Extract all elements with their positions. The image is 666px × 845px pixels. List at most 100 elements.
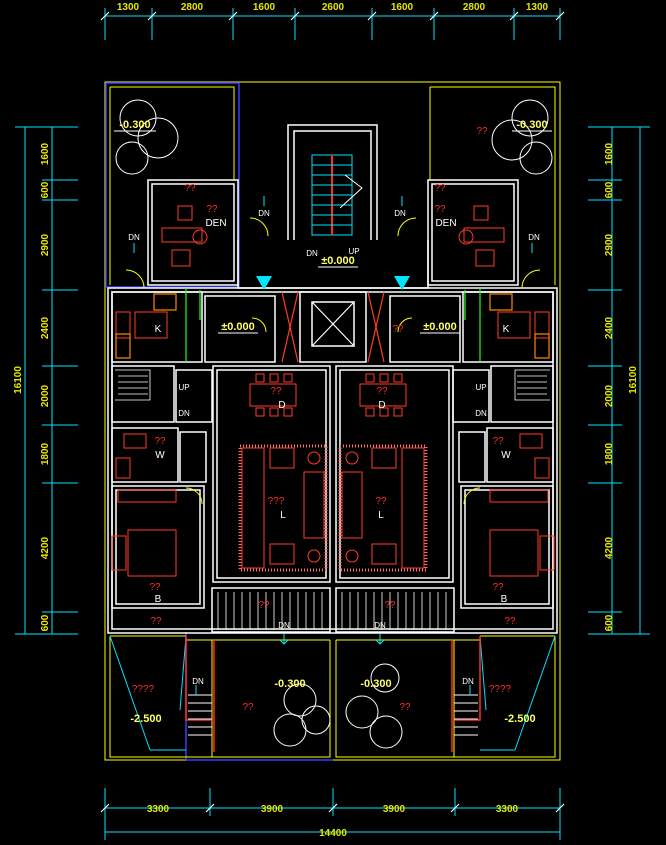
sunken-court-walls xyxy=(185,636,481,752)
door-swings xyxy=(125,217,541,505)
note-4: ?? xyxy=(434,204,446,215)
note-9: ?? xyxy=(154,436,166,447)
dimension-lines xyxy=(15,8,650,840)
yard-outline xyxy=(109,635,556,758)
dimension-ticks xyxy=(100,11,565,813)
note-1: ?? xyxy=(184,183,196,194)
mark-dn-6: DN xyxy=(178,409,190,418)
level-garden-top-left: -0.300 xyxy=(119,119,150,131)
dim-top-6: 2800 xyxy=(463,2,486,13)
note-18: ?? xyxy=(504,616,516,627)
note-15: ?? xyxy=(258,600,270,611)
room-den-right: DEN xyxy=(435,218,456,229)
note-17: ?? xyxy=(150,616,162,627)
dim-right-1: 1600 xyxy=(604,142,615,165)
room-dining-right: D xyxy=(378,400,385,411)
mark-dn-9: DN xyxy=(374,621,386,630)
balcony-steps xyxy=(217,592,447,630)
dim-right-8: 600 xyxy=(604,614,615,631)
level-entry-left: ±0.000 xyxy=(221,321,255,333)
note-13: ?? xyxy=(149,582,161,593)
accent-details xyxy=(115,288,550,363)
note-12: ?? xyxy=(375,496,387,507)
sunken-court-lines xyxy=(109,635,556,751)
dim-top-3: 1600 xyxy=(253,2,276,13)
main-stair xyxy=(311,154,363,236)
dim-right-7: 4200 xyxy=(604,536,615,559)
room-bed-left: B xyxy=(155,594,162,605)
entry-arrow-icons xyxy=(256,276,410,290)
note-16: ?? xyxy=(384,600,396,611)
dim-left-3: 2900 xyxy=(40,233,51,256)
dim-left-2: 600 xyxy=(40,181,51,198)
room-kitchen-left: K xyxy=(155,324,162,335)
dim-right-5: 2000 xyxy=(604,384,615,407)
room-den-left: DEN xyxy=(205,218,226,229)
dim-left-4: 2400 xyxy=(40,316,51,339)
note-22: ?? xyxy=(399,702,411,713)
dim-top-2: 2800 xyxy=(181,2,204,13)
note-14: ?? xyxy=(492,582,504,593)
dim-bottom-1: 3300 xyxy=(147,804,170,815)
rug-edges xyxy=(238,444,428,572)
dim-bottom-2: 3900 xyxy=(261,804,284,815)
bottom-stairs xyxy=(188,694,478,736)
level-underlines xyxy=(114,130,552,334)
dim-right-6: 1800 xyxy=(604,442,615,465)
cyan-arrows xyxy=(133,196,533,695)
mark-dn-4: DN xyxy=(128,233,140,242)
dim-bottom-total: 14400 xyxy=(319,828,347,839)
mark-dn-11: DN xyxy=(462,677,474,686)
note-6: ?? xyxy=(392,324,404,335)
dim-bottom-3: 3900 xyxy=(383,804,406,815)
note-21: ?? xyxy=(242,702,254,713)
dim-right-3: 2900 xyxy=(604,233,615,256)
dim-left-total: 16100 xyxy=(13,366,24,394)
dim-right-total: 16100 xyxy=(628,366,639,394)
dim-left-8: 600 xyxy=(40,614,51,631)
room-bed-right: B xyxy=(501,594,508,605)
dim-right-4: 2400 xyxy=(604,316,615,339)
dim-left-6: 1800 xyxy=(40,442,51,465)
mark-dn-2: DN xyxy=(394,209,406,218)
mark-dn-1: DN xyxy=(258,209,270,218)
mark-up-2: UP xyxy=(178,383,189,392)
room-living-right: L xyxy=(378,510,384,521)
mark-dn-8: DN xyxy=(278,621,290,630)
note-2: ?? xyxy=(206,204,218,215)
level-garden-top-right: -0.300 xyxy=(516,119,547,131)
tree-symbols xyxy=(115,99,553,749)
furniture xyxy=(111,205,555,577)
note-5: ?? xyxy=(476,126,488,137)
dim-left-5: 2000 xyxy=(40,384,51,407)
building-outline xyxy=(104,81,561,761)
dim-top-7: 1300 xyxy=(526,2,549,13)
dim-left-7: 4200 xyxy=(40,536,51,559)
dim-top-1: 1300 xyxy=(117,2,140,13)
note-3: ?? xyxy=(434,183,446,194)
room-dining-left: D xyxy=(278,400,285,411)
dim-left-1: 1600 xyxy=(40,142,51,165)
mark-up-3: UP xyxy=(475,383,486,392)
level-yard-right: -0.300 xyxy=(360,678,391,690)
level-sunken-right: -2.500 xyxy=(504,713,535,725)
room-living-left: L xyxy=(280,510,286,521)
mark-dn-10: DN xyxy=(192,677,204,686)
note-19: ???? xyxy=(132,684,155,695)
dim-right-2: 600 xyxy=(604,181,615,198)
room-wc-right: W xyxy=(501,450,511,461)
room-wc-left: W xyxy=(155,450,165,461)
note-7: ?? xyxy=(270,386,282,397)
dim-top-4: 2600 xyxy=(322,2,345,13)
room-kitchen-right: K xyxy=(503,324,510,335)
mark-up-1: UP xyxy=(348,247,359,256)
note-11: ??? xyxy=(268,496,285,507)
level-stair-landing: ±0.000 xyxy=(321,255,355,267)
side-stairs xyxy=(115,369,550,401)
dim-bottom-4: 3300 xyxy=(496,804,519,815)
level-yard-left: -0.300 xyxy=(274,678,305,690)
level-entry-right: ±0.000 xyxy=(423,321,457,333)
mark-dn-3: DN xyxy=(306,249,318,258)
mark-dn-7: DN xyxy=(475,409,487,418)
mark-dn-5: DN xyxy=(528,233,540,242)
